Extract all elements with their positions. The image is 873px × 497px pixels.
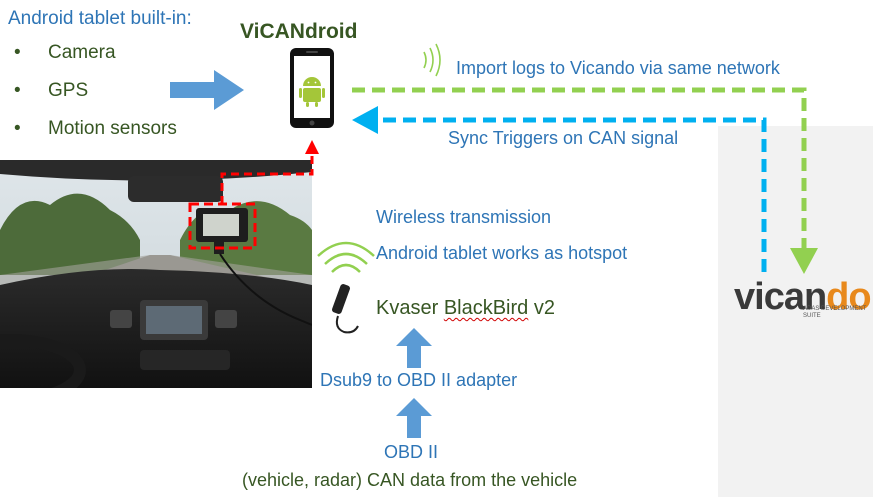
logo-text-do: do [826,276,871,318]
builtin-heading: Android tablet built-in: [8,8,192,29]
feature-gps: GPS [48,80,89,101]
kvaser-device-icon [332,284,359,334]
wireless-label: Wireless transmission [376,207,552,227]
car-interior-photo [0,160,312,388]
adapter-label: Dsub9 to OBD II adapter [320,370,518,390]
logo-text-vican: vican [734,276,827,318]
obd-to-adapter-arrow [396,398,432,438]
android-icon [299,77,325,107]
logo-tagline-line2: SUITE [803,313,821,319]
kvaser-label: Kvaser BlackBird v2 [376,297,555,320]
obd-label: OBD II [384,442,439,462]
bullet: • [14,42,21,63]
tablet-to-phone-arrowhead [305,140,319,154]
kvaser-brand: Kvaser [376,297,444,319]
sync-triggers-label: Sync Triggers on CAN signal [448,128,679,148]
wifi-signal-icon [423,43,441,77]
bullet: • [14,118,21,139]
vicando-logo: vicando [734,276,872,319]
feature-motion-sensors: Motion sensors [48,118,177,139]
vehicle-data-label: (vehicle, radar) CAN data from the vehic… [242,470,578,490]
hotspot-label: Android tablet works as hotspot [376,243,628,263]
sync-triggers-arrow-line [378,117,767,272]
tablet-to-phone-line [220,152,314,204]
kvaser-product: BlackBird [443,297,529,319]
kvaser-version: v2 [528,297,555,319]
import-logs-label: Import logs to Vicando via same network [456,58,780,78]
wireless-signal-icon [317,241,375,273]
tablet-highlight-box [188,202,257,250]
vicando-panel [718,126,873,497]
import-logs-arrow-line [352,87,807,248]
feature-camera: Camera [48,42,116,63]
import-logs-arrowhead [790,248,818,274]
logo-tagline-line1: ADAS DEVELOPMENT [803,306,867,312]
sensors-to-phone-arrow [170,70,244,110]
sync-triggers-arrowhead [352,106,378,134]
bullet: • [14,80,21,101]
adapter-to-kvaser-arrow [396,328,432,368]
app-name: ViCANdroid [240,20,358,43]
